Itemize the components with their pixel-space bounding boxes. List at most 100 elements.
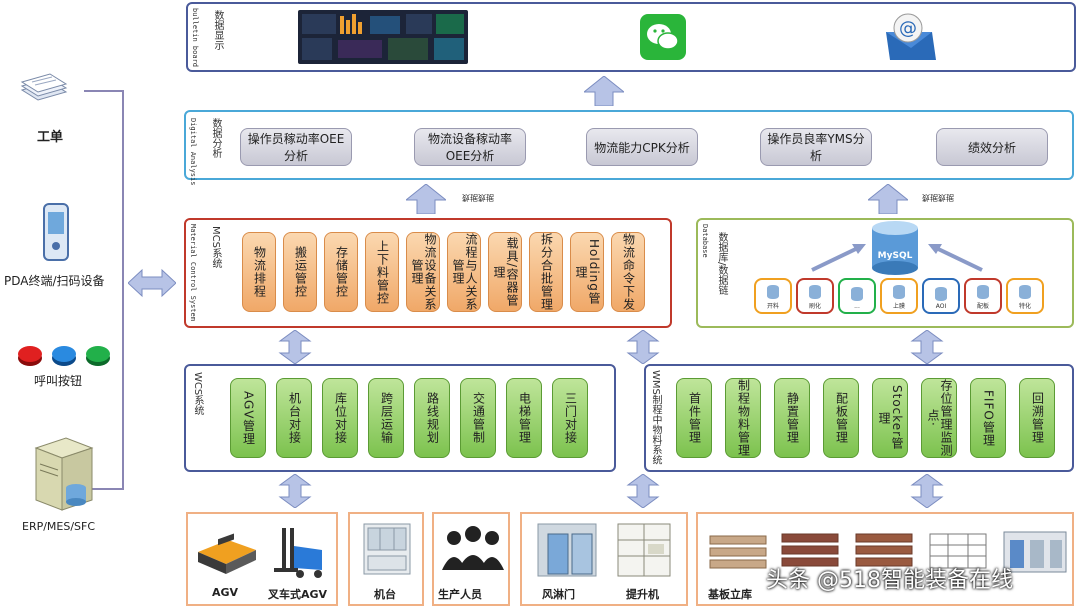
- analysis-item-yms[interactable]: 操作员良率YMS分析: [760, 128, 872, 166]
- warehouse-rack-icon-4: [926, 528, 990, 578]
- analysis-item-oee-equipment[interactable]: 物流设备稼动率OEE分析: [414, 128, 526, 166]
- mcs-label-en: Material Control System: [189, 224, 197, 321]
- wcs-module-6[interactable]: 电梯管理: [506, 378, 542, 458]
- analysis-panel: Digital Analysis 数据分析 操作员稼动率OEE分析 物流设备稼动…: [184, 110, 1074, 185]
- bulletin-label-cn: 数据显示: [212, 10, 223, 50]
- mcs-module-3[interactable]: 上下料管控: [365, 232, 399, 312]
- mcs-panel: Material Control System MCS系统 物流排程搬运管控存储…: [184, 218, 672, 328]
- mcs-module-5[interactable]: 流程与人关系管理: [447, 232, 481, 312]
- work-order-icon: [16, 68, 72, 118]
- warehouse-rack-icon-2: [778, 528, 842, 578]
- devices-agv-box: AGV 叉车式AGV: [186, 512, 338, 606]
- db-item-label: 开料: [766, 303, 779, 310]
- mcs-module-9[interactable]: 物流命令下发: [611, 232, 645, 312]
- analysis-item-cpk[interactable]: 物流能力CPK分析: [586, 128, 698, 166]
- db-item-5[interactable]: 配板: [964, 278, 1002, 314]
- wms-module-7[interactable]: 回溯管理: [1019, 378, 1055, 458]
- erp-server-icon: [30, 434, 100, 514]
- staff-caption: 生产人员: [438, 588, 482, 601]
- machine-caption: 机台: [374, 588, 396, 601]
- wcs-module-2[interactable]: 库位对接: [322, 378, 358, 458]
- wcs-module-3[interactable]: 跨层运输: [368, 378, 404, 458]
- db-item-4[interactable]: AOI: [922, 278, 960, 314]
- call-button-icon: [16, 342, 112, 368]
- wms-label: WMS制程中物料系统: [650, 370, 661, 465]
- mcs-module-1[interactable]: 搬运管控: [283, 232, 317, 312]
- db-item-label: 配板: [976, 303, 989, 310]
- wms-module-0[interactable]: 首件管理: [676, 378, 712, 458]
- mcs-module-4[interactable]: 物流设备关系管理: [406, 232, 440, 312]
- db-cylinder-icon: [977, 285, 989, 299]
- db-cylinder-icon: [851, 287, 863, 301]
- up-arrow-db: [866, 183, 910, 215]
- elevator-caption: 提升机: [626, 588, 659, 601]
- wms-module-label: FIFO管理: [981, 389, 996, 447]
- analysis-label-en: Digital Analysis: [189, 118, 197, 186]
- mcs-module-8[interactable]: Holding管理: [570, 232, 604, 312]
- left-double-arrow: [127, 268, 177, 298]
- mcs-module-2[interactable]: 存储管控: [324, 232, 358, 312]
- mcs-module-label: 物流设备关系管理: [410, 233, 437, 311]
- db-item-label: 上膜: [892, 303, 905, 310]
- mcs-module-label: 存储管控: [334, 246, 349, 298]
- svg-text:@: @: [899, 18, 917, 39]
- db-item-label: AOI: [935, 303, 947, 310]
- watermark-text: 头条 @518智能装备在线: [766, 568, 1013, 593]
- devices-staff-box: 生产人员: [432, 512, 510, 606]
- double-arrow-mid-devices: [626, 473, 660, 509]
- wms-module-2[interactable]: 静置管理: [774, 378, 810, 458]
- elevator-icon: [612, 520, 676, 580]
- wcs-module-1[interactable]: 机台对接: [276, 378, 312, 458]
- double-arrow-mcs-wcs: [278, 329, 312, 365]
- wms-module-5[interactable]: 存位管理监测点·: [921, 378, 957, 458]
- forklift-agv-icon: [272, 522, 332, 582]
- agv-caption: AGV: [212, 586, 239, 599]
- warehouse-caption: 基板立库: [708, 588, 752, 601]
- double-arrow-mcs-wms: [626, 329, 660, 365]
- database-label-cn: 数据库/数据链: [716, 232, 727, 296]
- work-order-label: 工单: [37, 130, 64, 145]
- pda-icon: [38, 200, 74, 264]
- wms-module-4[interactable]: Stocker管理: [872, 378, 908, 458]
- wcs-module-4[interactable]: 路线规划: [414, 378, 450, 458]
- wms-module-6[interactable]: FIFO管理: [970, 378, 1006, 458]
- db-cylinder-icon: [893, 285, 905, 299]
- wcs-module-label: 电梯管理: [517, 392, 532, 444]
- db-item-2[interactable]: ...: [838, 278, 876, 314]
- analysis-item-performance[interactable]: 绩效分析: [936, 128, 1048, 166]
- email-icon: @: [882, 10, 940, 64]
- mcs-module-0[interactable]: 物流排程: [242, 232, 276, 312]
- wms-module-3[interactable]: 配板管理: [823, 378, 859, 458]
- db-item-6[interactable]: 特化: [1006, 278, 1044, 314]
- warehouse-rack-icon-3: [852, 528, 916, 578]
- mcs-module-label: 拆分合批管理: [539, 233, 554, 311]
- db-item-label: 刷化: [808, 303, 821, 310]
- wcs-label: WCS系统: [192, 372, 203, 416]
- db-item-label: 特化: [1018, 303, 1031, 310]
- db-item-0[interactable]: 开料: [754, 278, 792, 314]
- pda-label: PDA终端/扫码设备: [4, 274, 105, 288]
- devices-door-box: 风淋门 提升机: [520, 512, 688, 606]
- analysis-item-oee-operator[interactable]: 操作员稼动率OEE分析: [240, 128, 352, 166]
- wcs-module-5[interactable]: 交通管制: [460, 378, 496, 458]
- db-cylinder-icon: [809, 285, 821, 299]
- erp-label: ERP/MES/SFC: [22, 520, 96, 533]
- wcs-module-7[interactable]: 三门对接: [552, 378, 588, 458]
- warehouse-rack-icon-1: [706, 528, 770, 578]
- double-arrow-db-wms: [910, 329, 944, 365]
- db-item-1[interactable]: 刷化: [796, 278, 834, 314]
- wcs-panel: WCS系统 AGV管理机台对接库位对接跨层运输路线规划交通管制 电梯管理 三门对接: [184, 364, 616, 472]
- wms-module-label: 制程物料管理: [736, 379, 751, 457]
- air-shower-icon: [534, 520, 600, 580]
- mcs-module-6[interactable]: 载具/容器管理: [488, 232, 522, 312]
- db-item-3[interactable]: 上膜: [880, 278, 918, 314]
- wcs-module-0[interactable]: AGV管理: [230, 378, 266, 458]
- wms-module-1[interactable]: 制程物料管理: [725, 378, 761, 458]
- devices-warehouse-box: 基板立库: [696, 512, 1074, 606]
- mcs-module-7[interactable]: 拆分合批管理: [529, 232, 563, 312]
- staff-icon: [440, 524, 506, 574]
- up-arrow-mcs: [404, 183, 448, 215]
- db-cylinder-icon: [767, 285, 779, 299]
- double-arrow-wcs-devices: [278, 473, 312, 509]
